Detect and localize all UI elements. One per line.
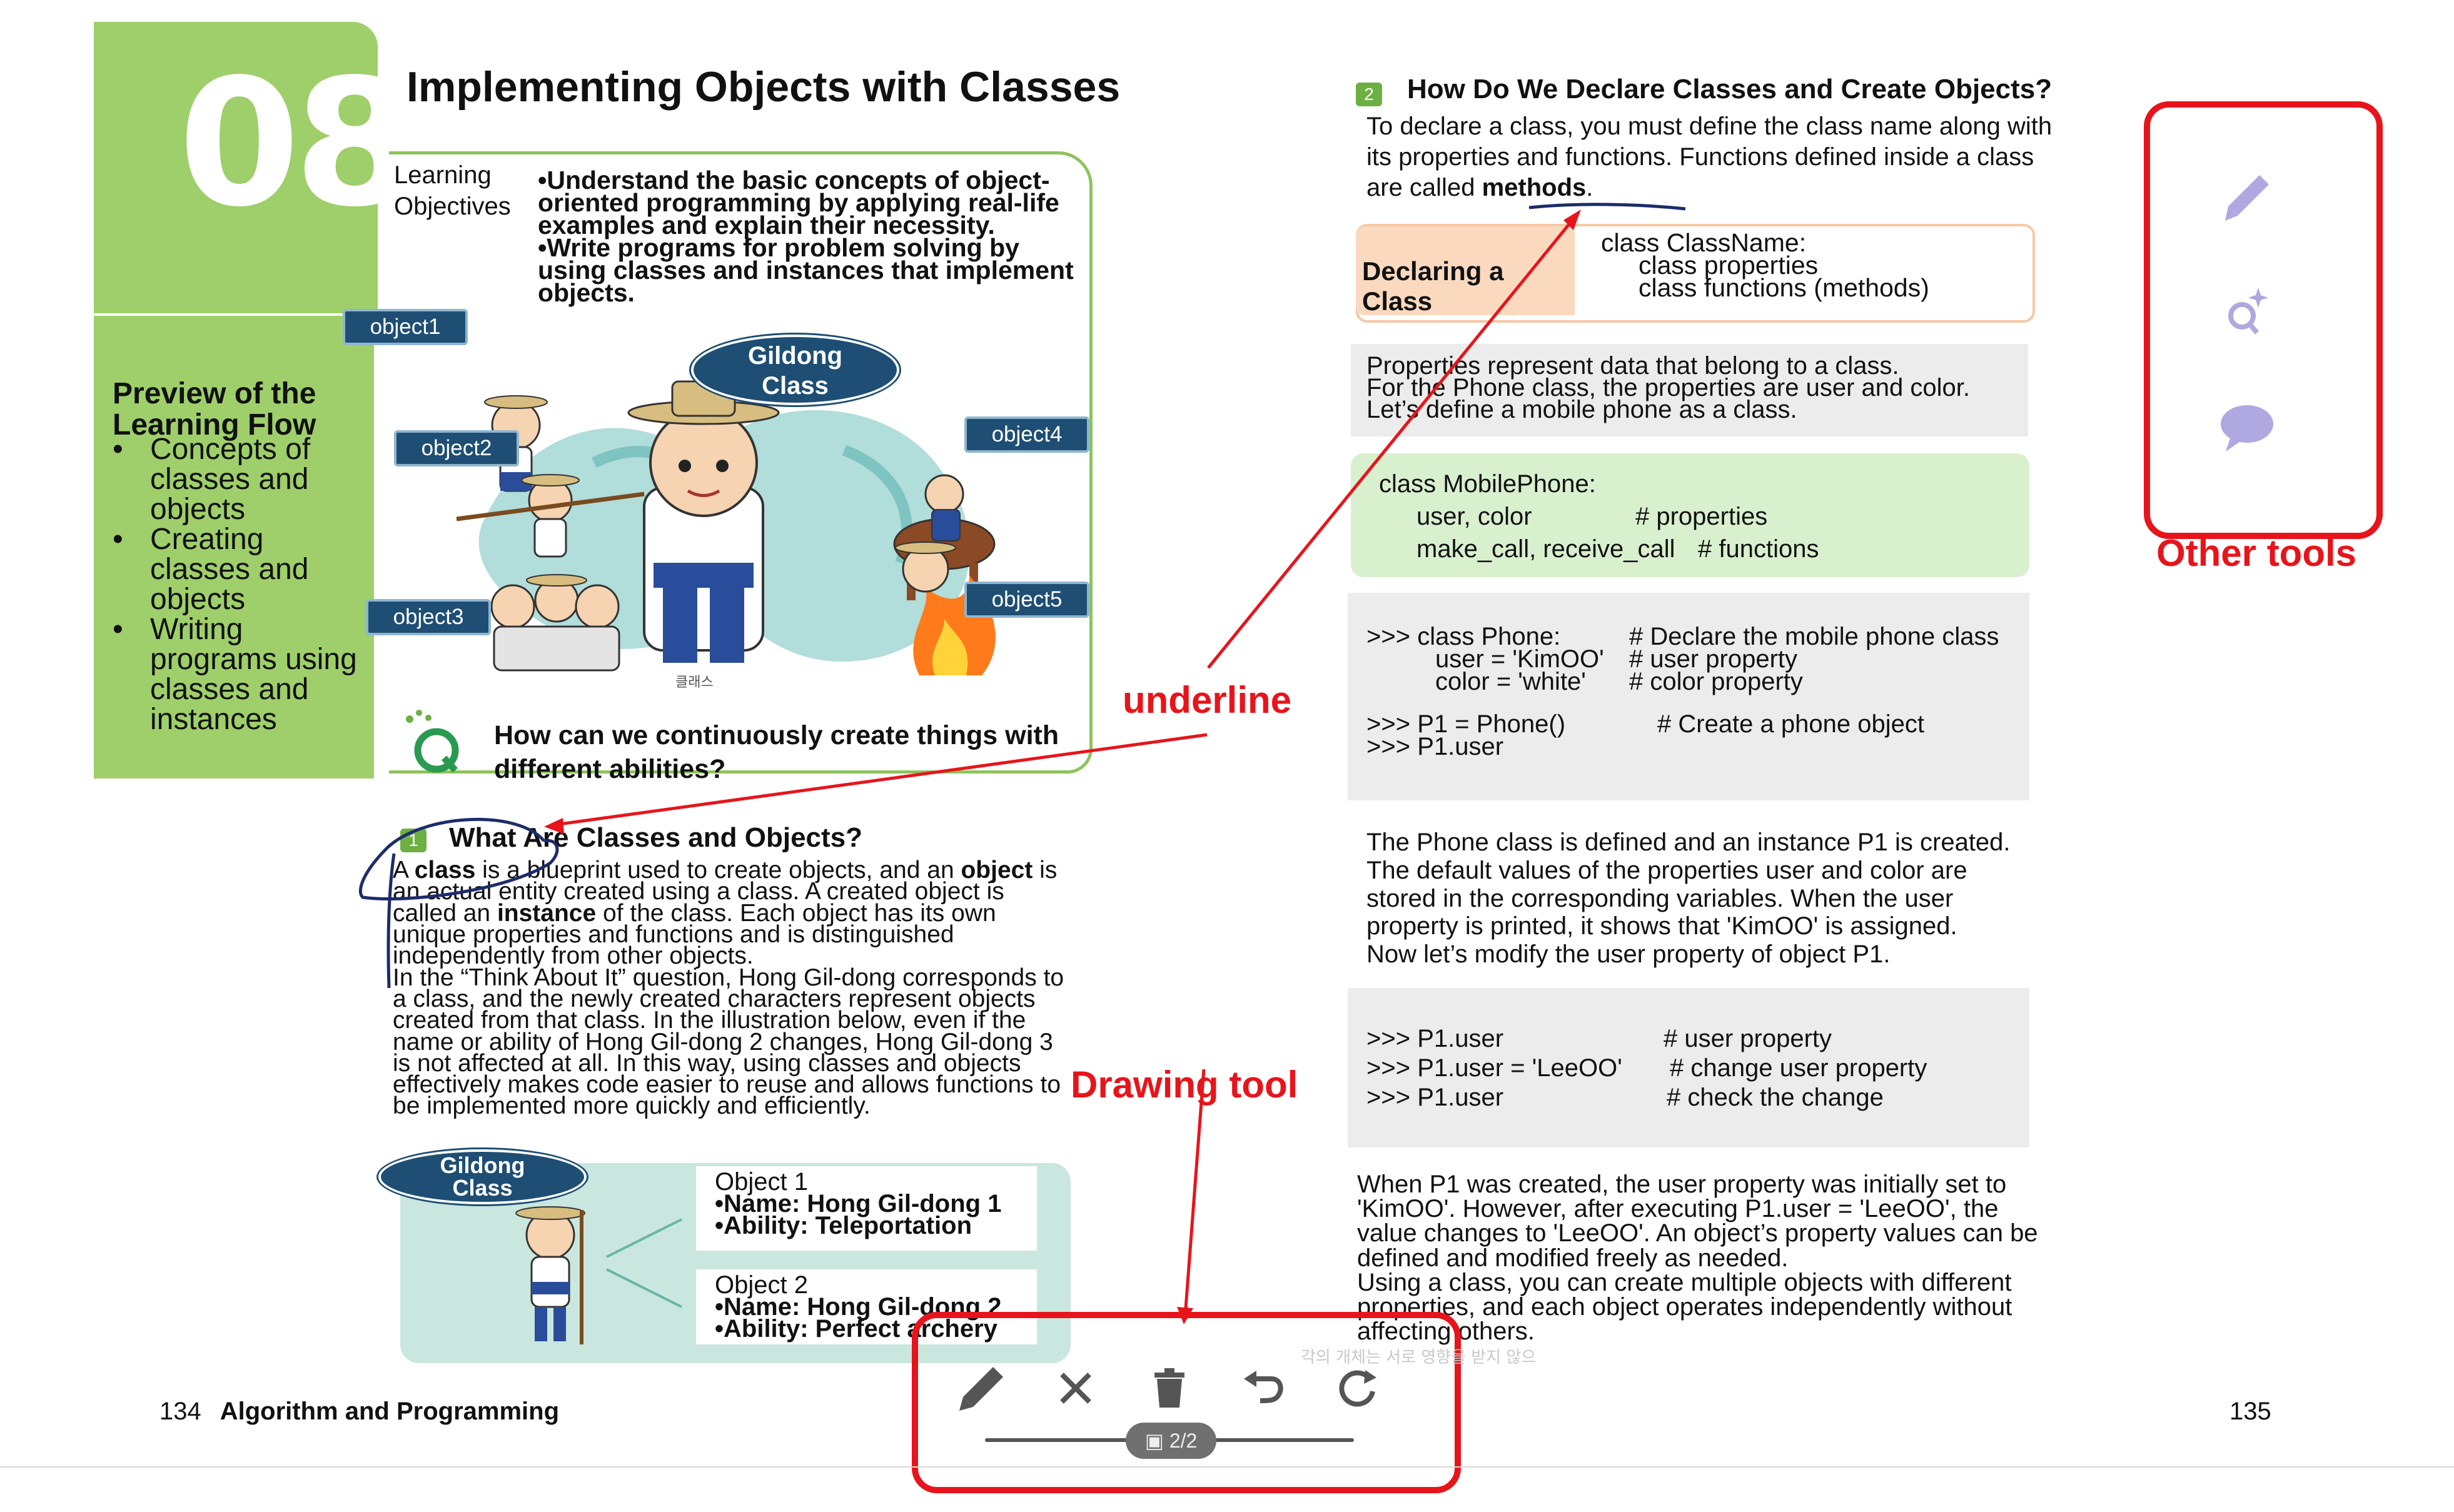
chapter-number: 08 (178, 42, 416, 246)
section1-body: A class is a blueprint used to create ob… (393, 857, 1064, 1120)
section1-title: What Are Classes and Objects? (449, 822, 863, 853)
page-icon: ▣ (1144, 1429, 1169, 1452)
object2-tag: object2 (394, 430, 519, 466)
undo-button[interactable] (1235, 1360, 1291, 1416)
close-button[interactable] (1048, 1360, 1104, 1416)
bottom-divider (0, 1466, 2454, 1468)
pencil-icon (959, 1367, 1003, 1411)
object2-card: Object 2 •Name: Hong Gil-dong 2 •Ability… (696, 1269, 1037, 1344)
page-title: Implementing Objects with Classes (406, 63, 1121, 111)
object4-tag: object4 (964, 416, 1089, 453)
properties-text: Properties represent data that belong to… (1366, 352, 1970, 424)
closing-text: When P1 was created, the user property w… (1357, 1171, 2038, 1346)
comment-tool-button[interactable] (2214, 397, 2280, 460)
diagram-character (515, 1206, 585, 1344)
trash-icon (1154, 1368, 1184, 1408)
delete-button[interactable] (1141, 1360, 1198, 1416)
object3-tag: object3 (366, 599, 491, 635)
toolbar-faded-text: 각의 개체는 서로 영향을 받지 않으 (1301, 1348, 1537, 1367)
sparkle-search-icon (2228, 288, 2268, 335)
other-tools-frame (2144, 101, 2383, 539)
diagram-class-badge: Gildong Class (378, 1149, 587, 1204)
learning-flow-title: Preview of the Learning Flow (113, 377, 316, 442)
list-item: Writing programs using classes and insta… (113, 615, 363, 735)
learning-flow-list: Concepts of classes and objects Creating… (113, 435, 363, 735)
gildong-class-badge: Gildong Class (691, 335, 899, 405)
redo-button[interactable] (1329, 1360, 1385, 1416)
think-question-icon (406, 710, 459, 773)
modify-code-box (1348, 988, 2029, 1147)
other-tools-label: Other tools (2156, 532, 2357, 574)
undo-icon (1244, 1371, 1283, 1403)
list-item: Concepts of classes and objects (113, 435, 363, 525)
learning-objectives-label: Learning Objectives (394, 161, 511, 220)
declaring-class-label: Declaring a Class (1356, 226, 1575, 316)
drawing-toolbar-frame (912, 1312, 1461, 1493)
underline-label: underline (1123, 679, 1292, 721)
pencil-icon (2225, 175, 2269, 221)
chapter-tab (94, 22, 378, 313)
drawing-tool-label: Drawing tool (1071, 1064, 1298, 1106)
list-item: Creating classes and objects (113, 525, 363, 615)
modify-code: >>> P1.user # user property >>> P1.user … (1366, 1025, 1927, 1111)
section2-body: To declare a class, you must define the … (1366, 113, 2053, 201)
redo-icon (1339, 1370, 1376, 1407)
ai-search-tool-button[interactable] (2219, 278, 2275, 341)
methods-word: methods (1482, 173, 1587, 201)
learning-objectives-text: •Understand the basic concepts of object… (538, 166, 1074, 308)
section2-number: 2 (1356, 83, 1382, 106)
chat-bubble-icon (2221, 405, 2273, 451)
pen-button[interactable] (954, 1360, 1010, 1416)
gildong-illustration: 클래스 (406, 338, 1088, 694)
section2-title: How Do We Declare Classes and Create Obj… (1407, 74, 2053, 104)
think-question-text: How can we continuously create things wi… (494, 720, 1059, 784)
phone-code: >>> class Phone: # Declare the mobile ph… (1366, 623, 1999, 760)
hand-drawn-annotation (358, 817, 559, 989)
object1-tag: object1 (343, 309, 468, 345)
close-icon (1060, 1373, 1091, 1404)
page-indicator[interactable]: ▣ 2/2 (1126, 1423, 1216, 1459)
diagram-arrows (606, 1218, 682, 1308)
object1-card: Object 1 •Name: Hong Gil-dong 1 •Ability… (696, 1166, 1037, 1251)
declaring-class-code: class ClassName: class properties class … (1601, 228, 1929, 303)
illustration-caption: 클래스 (675, 675, 714, 690)
mobilephone-code: class MobilePhone: user, color# properti… (1379, 470, 1819, 563)
underline-mark (1528, 203, 1686, 211)
phone-explanation: The Phone class is defined and an instan… (1366, 829, 2011, 969)
pen-tool-button[interactable] (2219, 169, 2275, 231)
footer-right-page-number: 135 (2229, 1398, 2271, 1425)
object5-tag: object5 (964, 582, 1089, 618)
